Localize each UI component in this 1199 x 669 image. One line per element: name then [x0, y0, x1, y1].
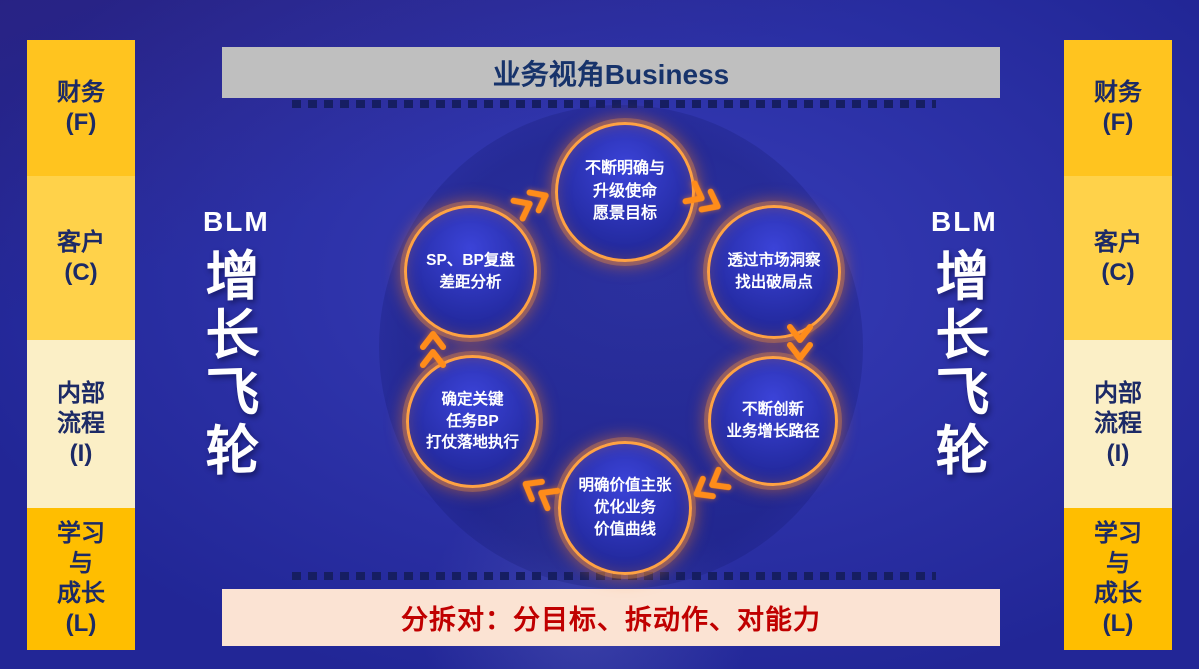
growth-flywheel-title-right: 增长飞轮 [927, 246, 987, 482]
node-key-tasks-bp: 确定关键 任务BP 打仗落地执行 [406, 355, 539, 488]
node-mission-vision: 不断明确与 升级使命 愿景目标 [555, 122, 695, 262]
chevron-arrow-icon [681, 466, 732, 511]
left-panel-finance: 财务 (F) [27, 40, 135, 176]
chevron-arrow-icon [681, 179, 732, 222]
chevron-arrow-icon [787, 324, 813, 368]
split-match-banner: 分拆对：分目标、拆动作、对能力 [222, 589, 1000, 646]
right-panel-customer: 客户 (C) [1064, 176, 1172, 340]
top-dotted-divider [292, 100, 936, 108]
node-growth-path-innovation: 不断创新 业务增长路径 [708, 356, 838, 486]
left-panel-internal-process: 内部 流程 (I) [27, 340, 135, 508]
bottom-dotted-divider [292, 572, 936, 580]
node-sp-bp-review: SP、BP复盘 差距分析 [404, 205, 537, 338]
node-value-proposition: 明确价值主张 优化业务 价值曲线 [558, 441, 692, 575]
node-market-insight: 透过市场洞察 找出破局点 [707, 205, 841, 339]
right-panel-finance: 财务 (F) [1064, 40, 1172, 176]
right-panel-learning-growth: 学习 与 成长 (L) [1064, 508, 1172, 650]
right-panel-internal-process: 内部 流程 (I) [1064, 340, 1172, 508]
left-panel-customer: 客户 (C) [27, 176, 135, 340]
business-view-banner: 业务视角Business [222, 47, 1000, 98]
chevron-arrow-icon [420, 324, 446, 368]
chevron-arrow-icon [510, 468, 561, 513]
left-panel-learning-growth: 学习 与 成长 (L) [27, 508, 135, 650]
business-view-banner-label: 业务视角Business [492, 58, 730, 90]
split-match-banner-label: 分拆对：分目标、拆动作、对能力 [401, 605, 821, 635]
chevron-arrow-icon [509, 179, 560, 222]
right-bsc-panel: 财务 (F) 客户 (C) 内部 流程 (I) 学习 与 成长 (L) [1064, 40, 1172, 650]
left-bsc-panel: 财务 (F) 客户 (C) 内部 流程 (I) 学习 与 成长 (L) [27, 40, 135, 650]
blm-label-right: BLM [931, 206, 998, 237]
blm-label-left: BLM [203, 206, 270, 237]
growth-flywheel-title-left: 增长飞轮 [197, 246, 257, 482]
